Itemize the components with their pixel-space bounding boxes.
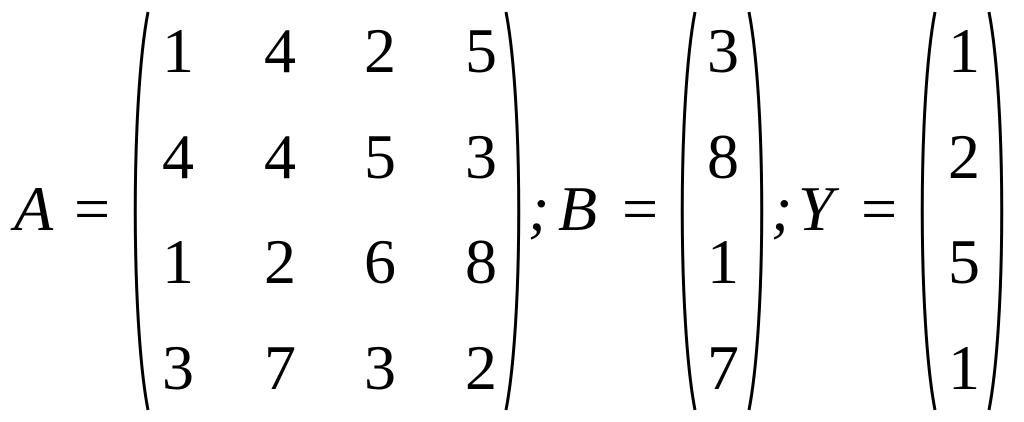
- matrix-a-cell: 5: [465, 15, 497, 86]
- matrix-a-cell: 1: [162, 15, 194, 86]
- vector-b-left-paren: [680, 11, 697, 411]
- matrix-a-cell: 2: [465, 332, 497, 403]
- matrix-a-cell: 2: [364, 15, 396, 86]
- vector-y-left-paren: [920, 11, 937, 411]
- vector-b-cell: 7: [707, 332, 739, 403]
- vector-y-cell: 2: [948, 121, 980, 192]
- separator-semicolon: ;: [528, 173, 550, 244]
- vector-b-cell: 8: [707, 121, 739, 192]
- matrix-a-cell: 4: [264, 15, 296, 86]
- matrix-a-cell: 3: [364, 332, 396, 403]
- matrix-a-cell: 6: [364, 226, 396, 297]
- vector-y-cell: 1: [948, 332, 980, 403]
- matrix-a-cell: 5: [364, 121, 396, 192]
- matrix-a-cell: 4: [264, 121, 296, 192]
- matrix-a-cell: 1: [162, 226, 194, 297]
- vector-b-right-paren: [747, 11, 764, 411]
- matrix-a-cell: 7: [264, 332, 296, 403]
- matrix-a-cell: 2: [264, 226, 296, 297]
- matrix-a-right-paren: [504, 11, 521, 411]
- matrix-a-equals: =: [74, 173, 111, 244]
- vector-y-right-paren: [987, 11, 1004, 411]
- matrix-a-left-paren: [133, 11, 150, 411]
- matrix-a-cell: 3: [465, 121, 497, 192]
- matrix-a-name: A: [14, 173, 54, 244]
- vector-b-cell: 3: [707, 15, 739, 86]
- matrix-a-cell: 4: [162, 121, 194, 192]
- vector-y-cell: 5: [948, 226, 980, 297]
- matrix-a-cell: 8: [465, 226, 497, 297]
- vector-y-cell: 1: [948, 15, 980, 86]
- matrix-a-cell: 3: [162, 332, 194, 403]
- vector-y-equals: =: [861, 173, 898, 244]
- vector-y-name: Y: [798, 173, 834, 244]
- vector-b-name: B: [558, 173, 598, 244]
- vector-b-equals: =: [622, 173, 659, 244]
- separator-semicolon: ;: [771, 173, 793, 244]
- vector-b-cell: 1: [707, 226, 739, 297]
